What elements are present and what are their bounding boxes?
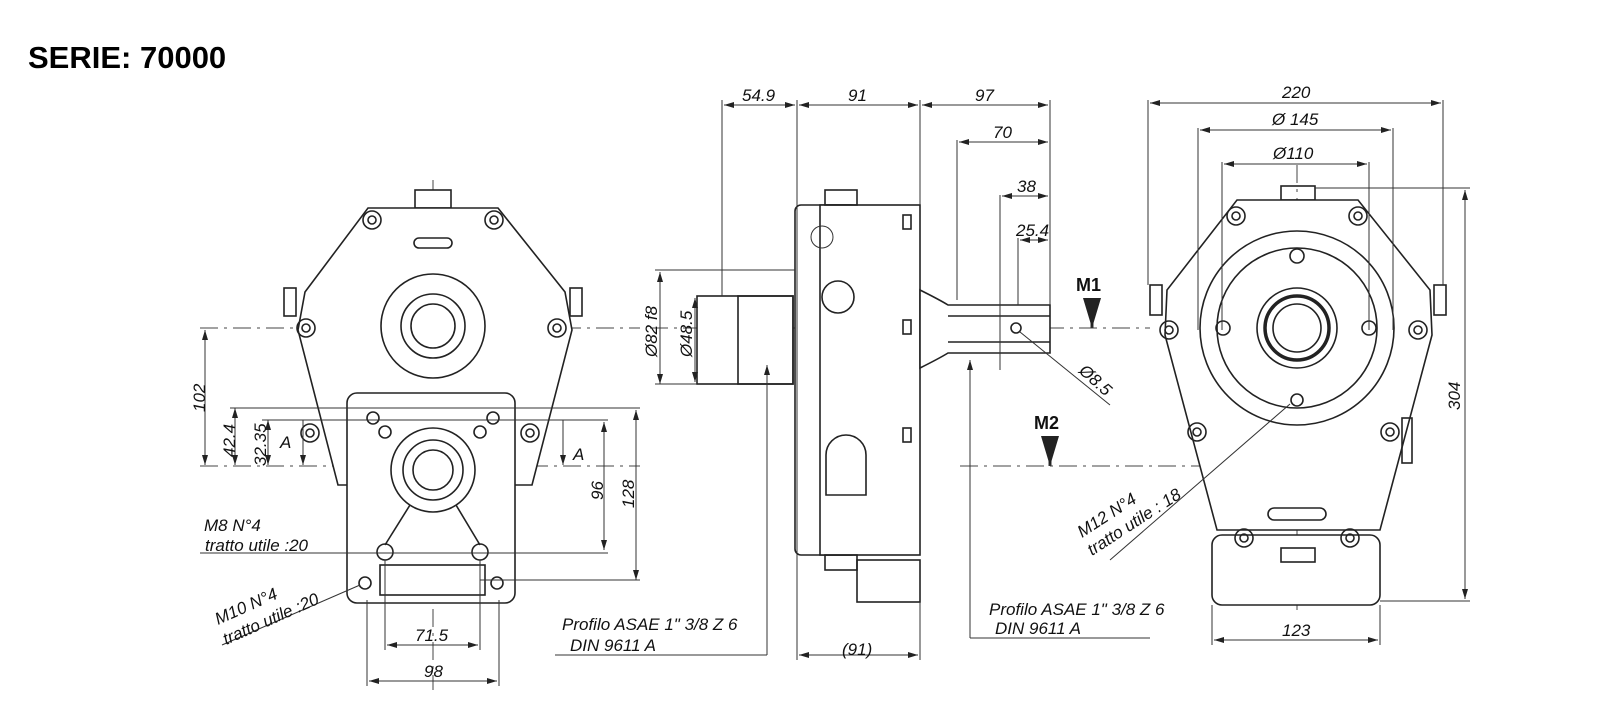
- marker-m1: M1: [1076, 275, 1101, 295]
- dim-42-4: 42.4: [220, 424, 239, 457]
- page-title: SERIE: 70000: [28, 40, 227, 75]
- dim-97: 97: [975, 86, 994, 105]
- input-shaft: [696, 295, 794, 385]
- note-m8-line2: tratto utile :20: [205, 536, 309, 555]
- dim-diameter-8-5: Ø8.5: [1075, 360, 1116, 400]
- dim-98: 98: [424, 662, 443, 681]
- dim-diameter-145: Ø 145: [1271, 110, 1319, 129]
- dim-diameter-110: Ø110: [1272, 144, 1314, 163]
- mounting-flange: [346, 392, 516, 604]
- rear-view: 220 Ø 145 Ø110 304 123 M12 N°4 tratto ut…: [1074, 83, 1470, 645]
- gearbox-body-side: [819, 204, 921, 556]
- dim-96: 96: [588, 481, 607, 500]
- dim-70: 70: [993, 123, 1012, 142]
- dim-128: 128: [619, 479, 638, 508]
- dim-diameter-48-5: Ø48.5: [677, 310, 696, 358]
- profile-right-line1: Profilo ASAE 1" 3/8 Z 6: [989, 600, 1165, 619]
- dim-220: 220: [1281, 83, 1311, 102]
- dim-71-5: 71.5: [415, 626, 449, 645]
- section-mark-right: A: [572, 445, 584, 464]
- dim-diameter-82: Ø82 f8: [642, 305, 661, 358]
- profile-right-line2: DIN 9611 A: [995, 619, 1081, 638]
- output-shaft: [919, 288, 1051, 370]
- dim-123: 123: [1282, 621, 1311, 640]
- profile-left-line2: DIN 9611 A: [570, 636, 656, 655]
- front-view: 102 42.4 32.35 A A 96 128 M8 N°4 tratto …: [190, 180, 640, 690]
- dim-91: 91: [848, 86, 867, 105]
- dim-304: 304: [1445, 382, 1464, 410]
- dim-25-4: 25.4: [1015, 221, 1049, 240]
- section-mark-left: A: [279, 433, 291, 452]
- dim-91-reference: (91): [842, 640, 872, 659]
- dim-32-35: 32.35: [251, 423, 270, 466]
- dim-38: 38: [1017, 177, 1036, 196]
- marker-m2: M2: [1034, 413, 1059, 433]
- profile-left-line1: Profilo ASAE 1" 3/8 Z 6: [562, 615, 738, 634]
- dim-54-9: 54.9: [742, 86, 776, 105]
- dim-102: 102: [190, 383, 209, 412]
- side-view: 54.9 91 97 70 38 25.4 Ø82 f8 Ø48.5 Ø8.5 …: [555, 86, 1310, 660]
- note-m8-line1: M8 N°4: [204, 516, 261, 535]
